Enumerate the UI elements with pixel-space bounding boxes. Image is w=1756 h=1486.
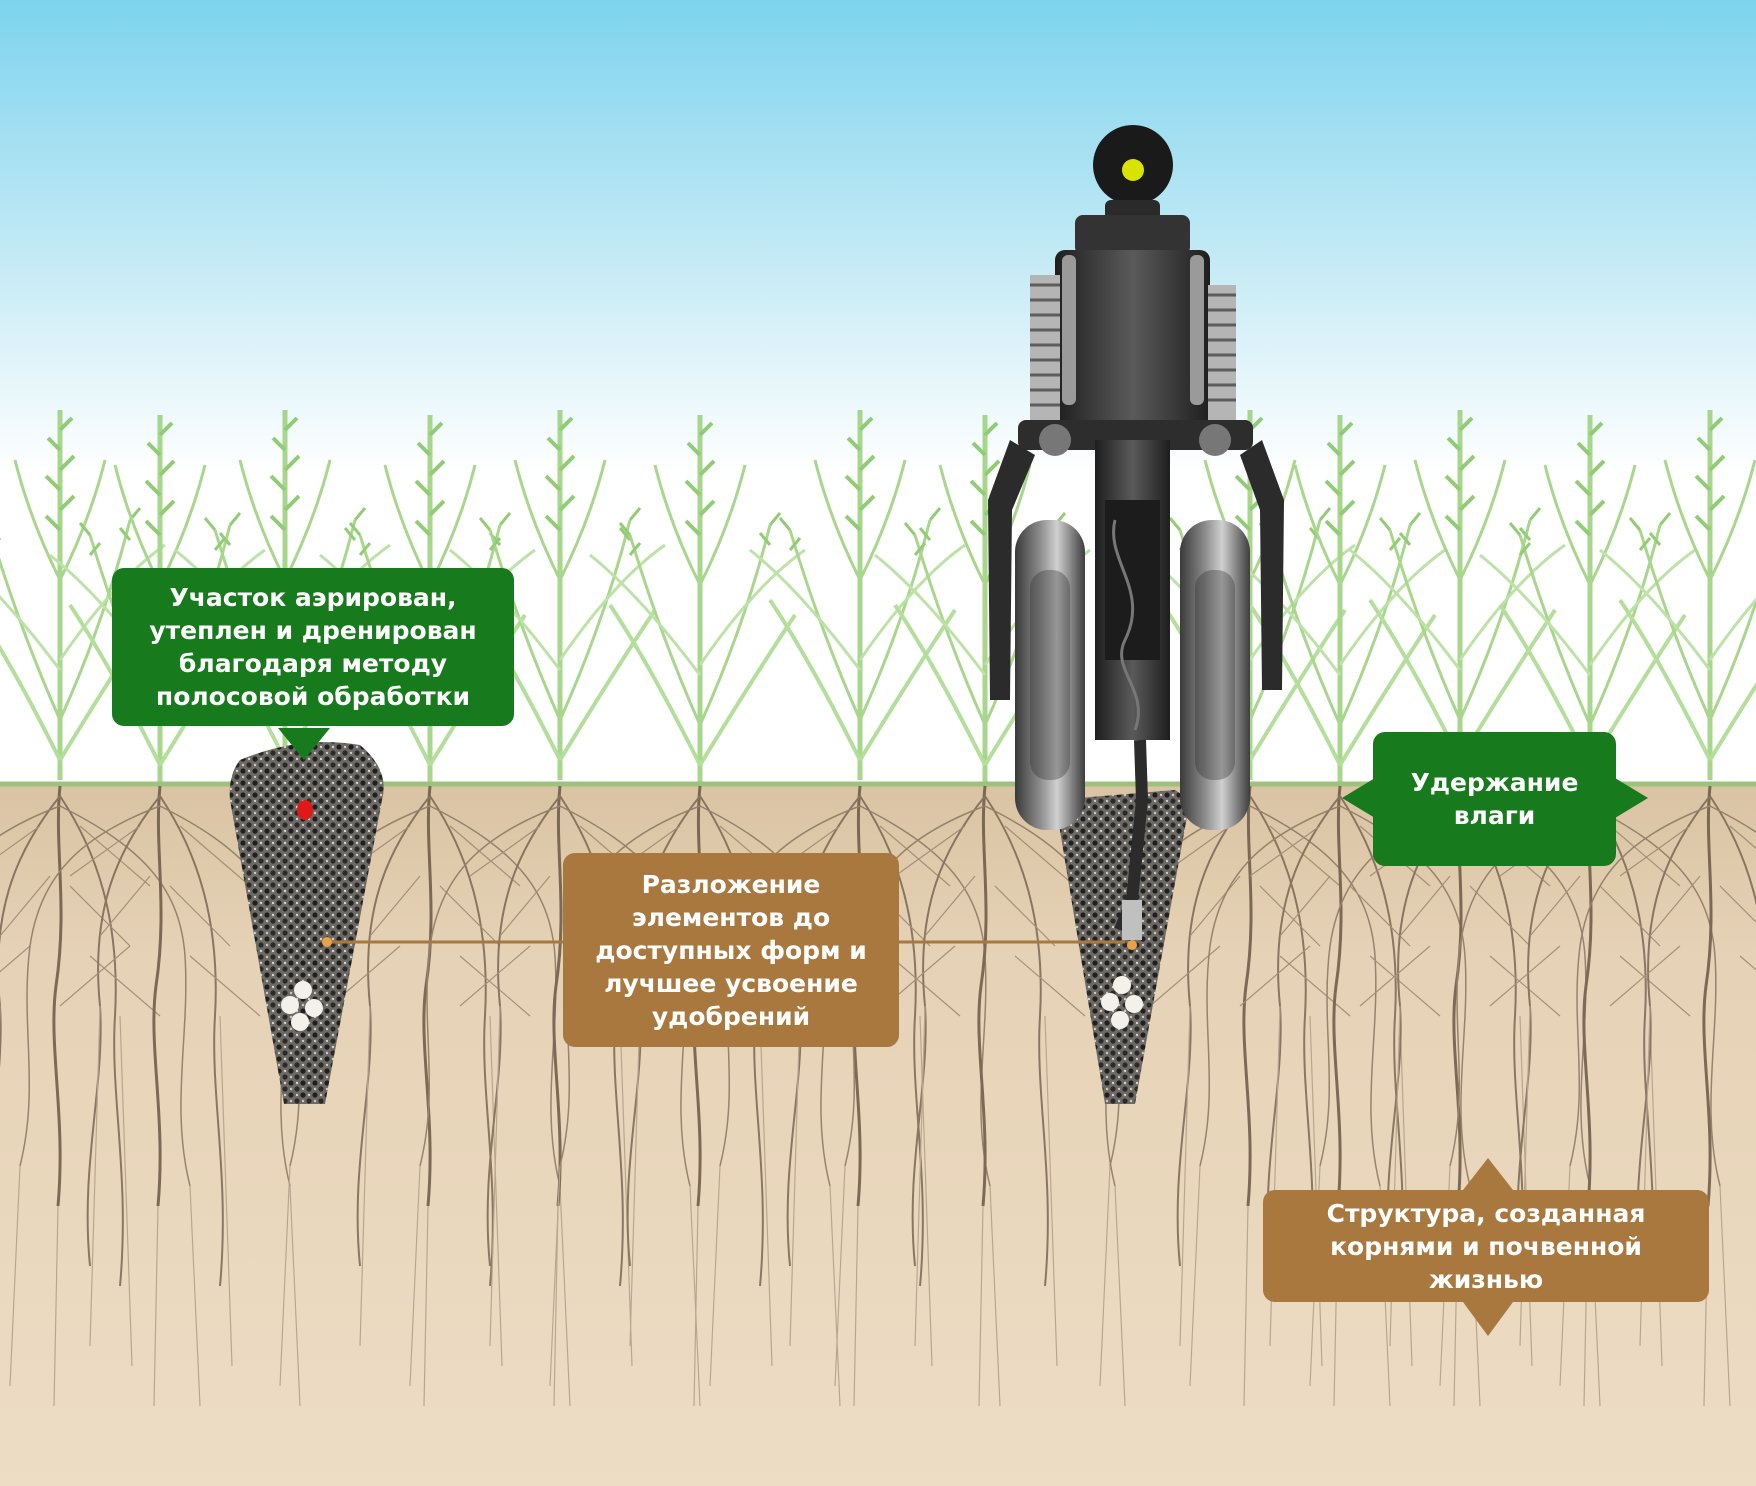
structure-callout-pointer-top	[1463, 1158, 1513, 1190]
tilled-strip-left	[229, 742, 384, 1104]
tilled-strip-right	[1055, 790, 1190, 1104]
callout-nutrient-breakdown: Разложение элементов до доступных форм и…	[563, 853, 899, 1047]
moisture-callout-pointer-left	[1342, 778, 1375, 818]
callout-strip-aerated-text: Участок аэрирован, утеплен и дренирован …	[149, 583, 477, 711]
callout-moisture-text: Удержание влаги	[1410, 768, 1579, 830]
structure-callout-pointer-bottom	[1463, 1302, 1513, 1336]
seed-icon	[297, 800, 313, 820]
callout-nutrient-text: Разложение элементов до доступных форм и…	[595, 869, 867, 1031]
fertilizer-granules-icon	[1101, 976, 1143, 1029]
strip-till-row-unit-icon	[988, 125, 1284, 950]
callout-structure-text: Структура, созданная корнями и почвенной…	[1326, 1198, 1646, 1294]
fertilizer-granules-icon	[281, 981, 323, 1031]
strip-callout-pointer	[278, 728, 330, 760]
moisture-callout-pointer-right	[1615, 778, 1648, 818]
callout-strip-aerated: Участок аэрирован, утеплен и дренирован …	[112, 568, 514, 726]
callout-soil-structure: Структура, созданная корнями и почвенной…	[1263, 1190, 1709, 1302]
callout-moisture-retention: Удержание влаги	[1373, 732, 1616, 866]
